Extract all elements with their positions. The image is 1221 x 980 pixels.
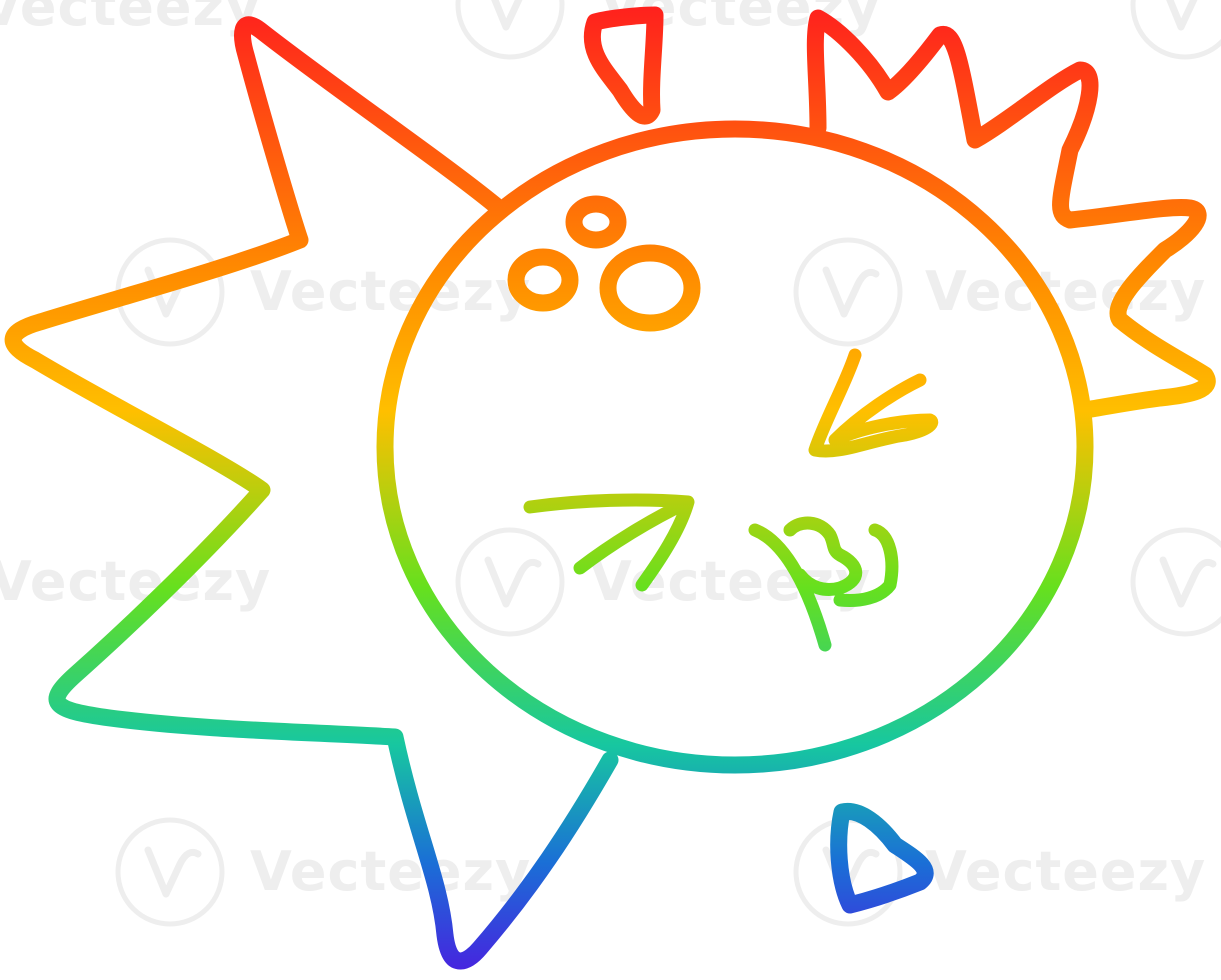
left-rays-outline — [4, 16, 619, 970]
watermark-text: Vecteezy — [925, 840, 1206, 903]
bubble-medium — [507, 248, 579, 312]
watermark-text: Vecteezy — [925, 260, 1206, 323]
triangle-ray-bottom — [830, 802, 934, 914]
sun-disk — [376, 120, 1094, 774]
triangle-ray-top — [583, 6, 664, 125]
sun-drawing — [4, 6, 1216, 970]
watermark-layer: Vecteezy Vecteezy Vecteezy Vecteezy Vect… — [0, 0, 1221, 924]
squint-eye — [523, 493, 695, 592]
winking-eye — [808, 348, 939, 458]
watermark-text: Vecteezy — [250, 260, 531, 323]
bubble-small — [565, 195, 627, 249]
watermark-text: Vecteezy — [250, 840, 531, 903]
watermark-text: Vecteezy — [0, 0, 261, 38]
watermark-text: Vecteezy — [590, 550, 871, 613]
watermark-text: Vecteezy — [0, 550, 271, 613]
right-rays-outline — [806, 9, 1216, 419]
mouth — [748, 516, 899, 652]
bubble-large — [599, 244, 701, 332]
